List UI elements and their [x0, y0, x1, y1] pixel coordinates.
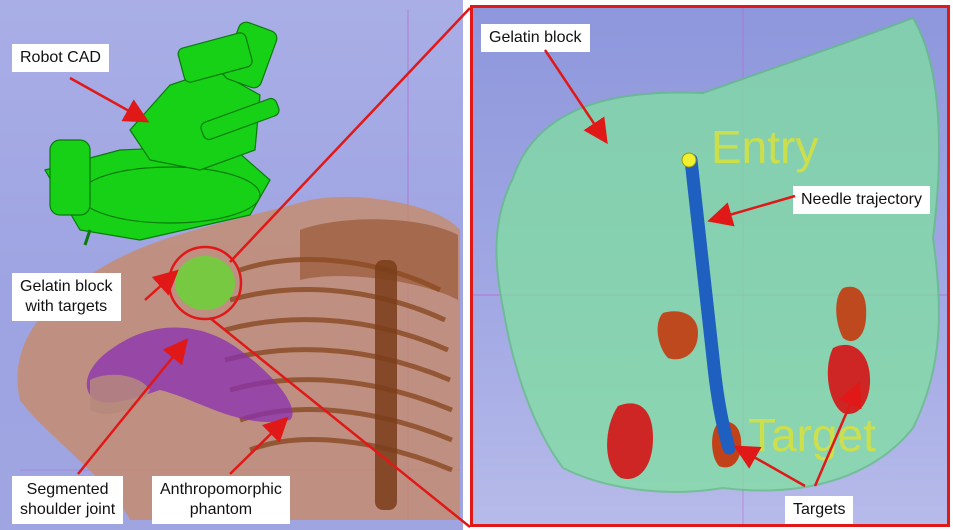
target-label: Target — [748, 408, 876, 462]
phantom-label: Anthropomorphic phantom — [152, 476, 290, 524]
target-marker — [836, 287, 866, 341]
shoulder-joint-label: Segmented shoulder joint — [12, 476, 123, 524]
zoom-panel: Entry Target Gelatin block Needle trajec… — [470, 5, 950, 527]
needle-trajectory-label: Needle trajectory — [793, 186, 930, 214]
entry-label: Entry — [711, 120, 818, 174]
overview-panel: Robot CAD Gelatin block with targets Seg… — [0, 0, 463, 530]
gelatin-targets-label: Gelatin block with targets — [12, 273, 121, 321]
robot-cad-label: Robot CAD — [12, 44, 109, 72]
targets-label: Targets — [785, 496, 853, 524]
spine — [375, 260, 397, 510]
gelatin-block-small — [175, 256, 235, 310]
entry-point — [682, 153, 696, 167]
gelatin-block-label: Gelatin block — [481, 24, 590, 52]
overview-scene — [0, 0, 463, 530]
